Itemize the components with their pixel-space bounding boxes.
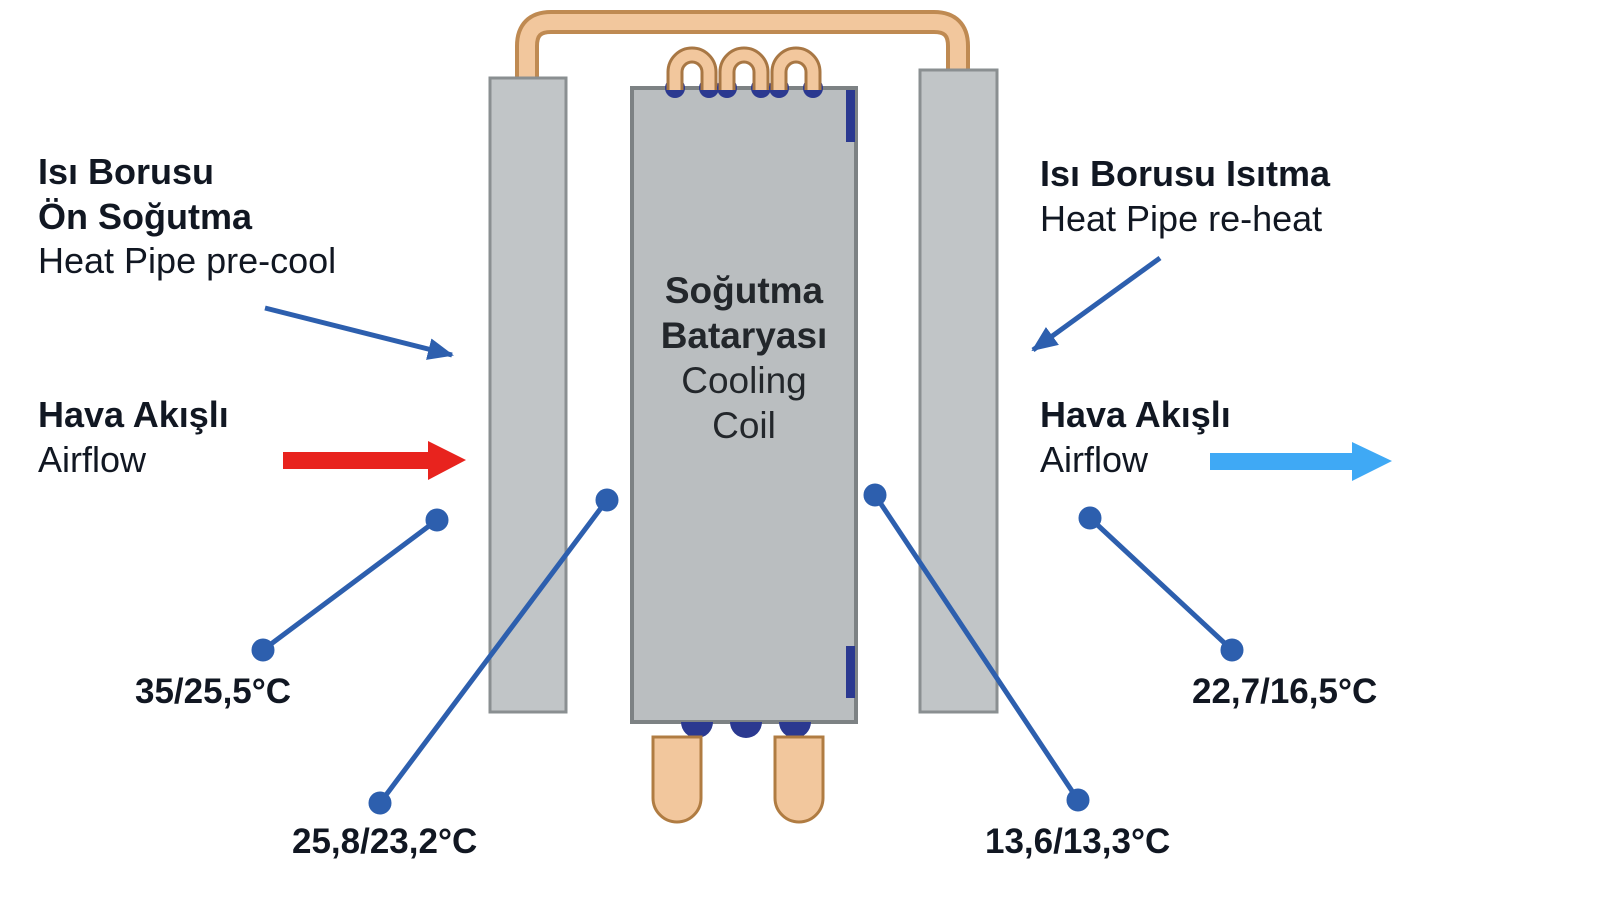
airflow-in-label: Hava Akışlı Airflow — [38, 393, 229, 482]
cooling-coil-label-line3: Cooling — [681, 360, 807, 402]
coil-top-ubends — [665, 46, 823, 98]
coil-blue-accent-bottom — [846, 646, 855, 698]
reheat-label-line2: Heat Pipe re-heat — [1040, 197, 1323, 239]
airflow-out-arrow-icon — [1210, 442, 1392, 481]
after-precool-temperature-value: 25,8/23,2°C — [292, 822, 478, 861]
airflow-in-label-line2: Airflow — [38, 438, 147, 480]
cooling-coil-label-line4: Coil — [712, 405, 776, 447]
cooling-coil-label-line2: Bataryası — [660, 315, 828, 357]
leader-after-coil-temp — [863, 483, 1090, 812]
coil-blue-accent-top — [846, 90, 855, 142]
outlet-temperature-value: 22,7/16,5°C — [1192, 672, 1378, 711]
leader-outlet-temp — [1078, 506, 1244, 662]
precool-label-line1: Isı Borusu — [38, 151, 215, 192]
precool-label-line3: Heat Pipe pre-cool — [38, 240, 337, 282]
inlet-temperature-value: 35/25,5°C — [135, 672, 292, 711]
airflow-in-arrow-icon — [283, 441, 466, 480]
airflow-out-label: Hava Akışlı Airflow — [1040, 393, 1231, 482]
precool-heat-pipe-slab — [488, 76, 568, 714]
airflow-out-label-line2: Airflow — [1040, 438, 1149, 480]
leader-after-precool-temp — [368, 488, 619, 815]
coil-bottom-pipes — [651, 722, 825, 824]
cooling-coil-body — [630, 86, 858, 724]
airflow-in-label-line1: Hava Akışlı — [38, 394, 229, 435]
reheat-label: Isı Borusu Isıtma Heat Pipe re-heat — [1040, 152, 1330, 241]
after-coil-temperature-value: 13,6/13,3°C — [985, 822, 1171, 861]
cooling-coil-label-line1: Soğutma — [664, 270, 824, 311]
precool-pointer-arrow-icon — [264, 305, 454, 360]
precool-label-line2: Ön Soğutma — [38, 195, 252, 237]
leader-inlet-temp — [251, 508, 449, 662]
heat-pipe-connector-pipe — [515, 10, 970, 90]
airflow-out-label-line1: Hava Akışlı — [1040, 394, 1231, 435]
reheat-heat-pipe-slab — [918, 68, 999, 714]
precool-label: Isı Borusu Ön Soğutma Heat Pipe pre-cool — [38, 150, 336, 284]
reheat-pointer-arrow-icon — [1031, 255, 1162, 353]
cooling-coil-label: Soğutma Bataryası Cooling Coil — [632, 268, 856, 449]
reheat-label-line1: Isı Borusu Isıtma — [1040, 153, 1331, 194]
